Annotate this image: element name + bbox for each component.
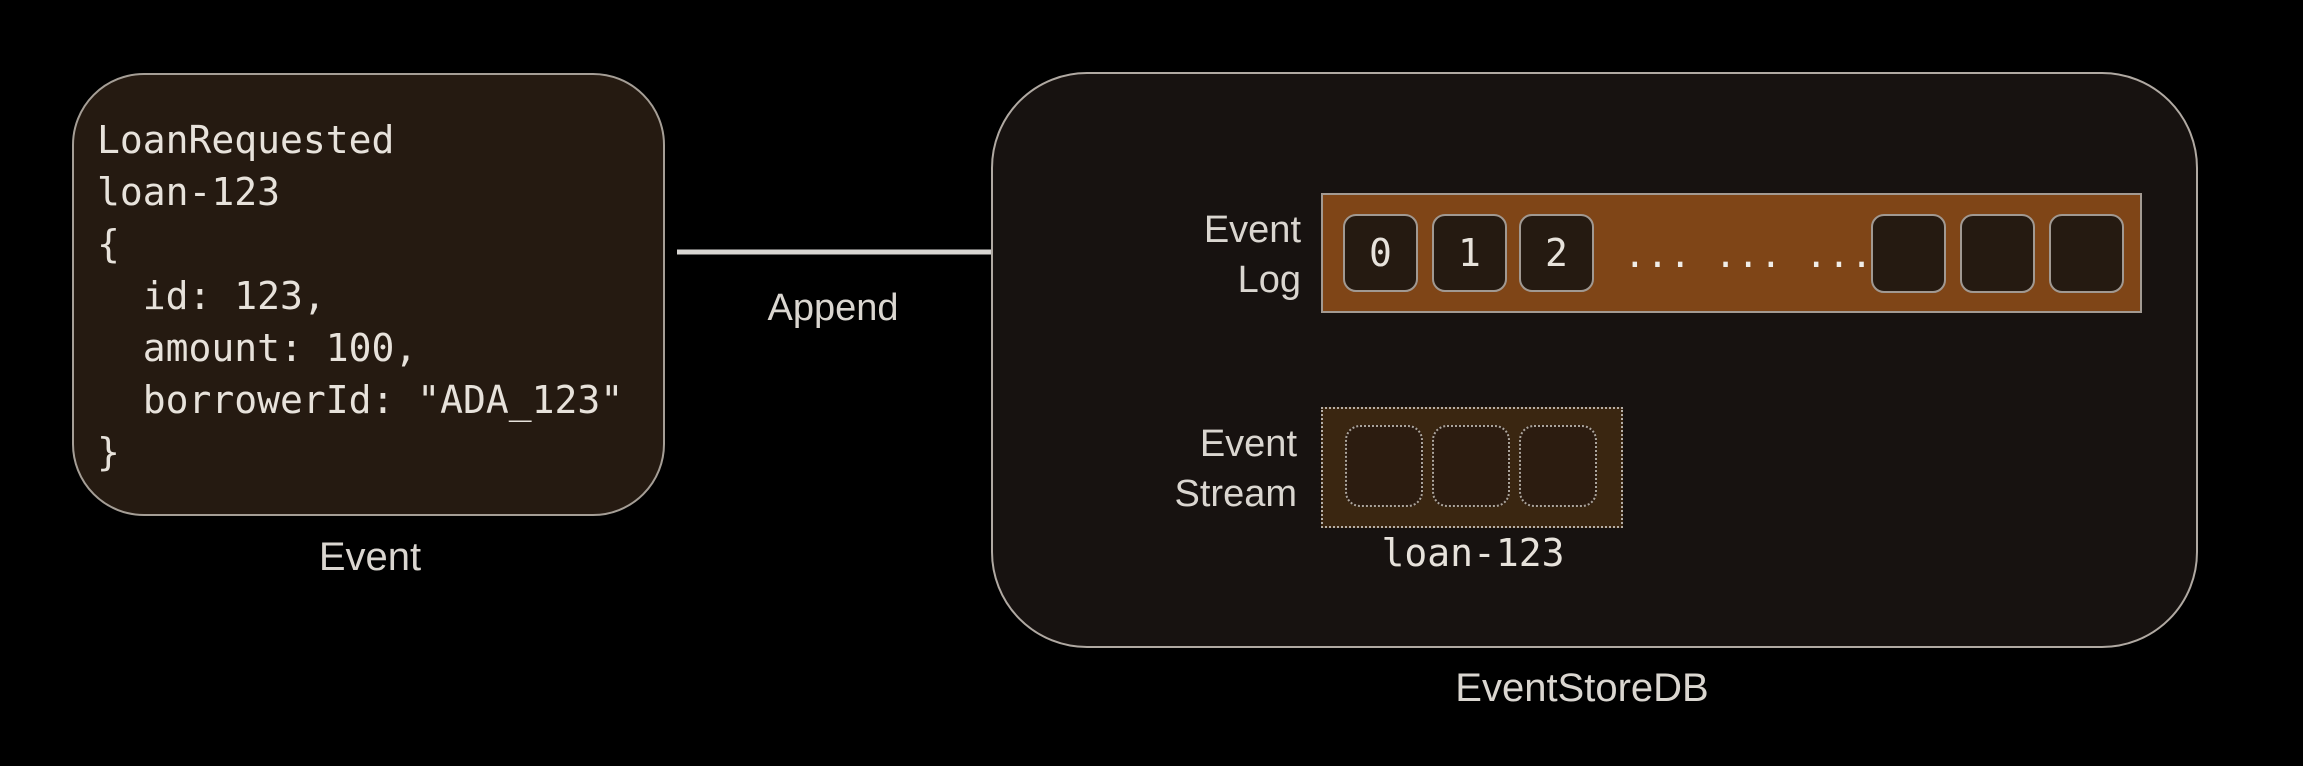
eventstoredb-container: [991, 72, 2198, 648]
log-empty-cell: [1871, 214, 1946, 293]
event-log-label-line1: Event: [1203, 209, 1301, 251]
event-log-label-line2: Log: [1237, 259, 1301, 301]
stream-empty-cell: [1519, 425, 1597, 507]
stream-empty-cell: [1345, 425, 1423, 507]
event-stream-label-line1: Event: [1199, 423, 1297, 465]
stream-name-label: loan-123: [1381, 531, 1565, 575]
log-cell-0: 0: [1343, 214, 1418, 292]
stream-empty-cells: [1345, 425, 1597, 507]
event-code-line: }: [97, 430, 120, 474]
event-code-line: amount: 100,: [97, 326, 418, 370]
event-stream-label-line2: Stream: [1174, 473, 1297, 515]
event-code-line: id: 123,: [97, 274, 326, 318]
event-log-bar: 0 1 2 ... ... ...: [1321, 193, 2142, 313]
log-empty-cells: [1871, 214, 2124, 293]
event-code-line: {: [97, 222, 120, 266]
log-ellipsis: ... ... ...: [1624, 235, 1874, 276]
log-empty-cell: [1960, 214, 2035, 293]
event-code-line: borrowerId: "ADA_123": [97, 378, 624, 422]
event-stream-box: [1321, 407, 1623, 528]
append-label: Append: [767, 287, 899, 329]
stream-empty-cell: [1432, 425, 1510, 507]
event-caption: Event: [318, 535, 422, 579]
log-empty-cell: [2049, 214, 2124, 293]
log-cell-2: 2: [1519, 214, 1594, 292]
event-stream-label: Event Stream: [1047, 419, 1297, 519]
log-cell-1: 1: [1432, 214, 1507, 292]
event-log-label: Event Log: [1051, 205, 1301, 305]
event-card: LoanRequested loan-123 { id: 123, amount…: [72, 73, 665, 516]
eventstoredb-caption: EventStoreDB: [1455, 666, 1709, 710]
event-code-line: LoanRequested: [97, 118, 395, 162]
event-code-line: loan-123: [97, 170, 281, 214]
